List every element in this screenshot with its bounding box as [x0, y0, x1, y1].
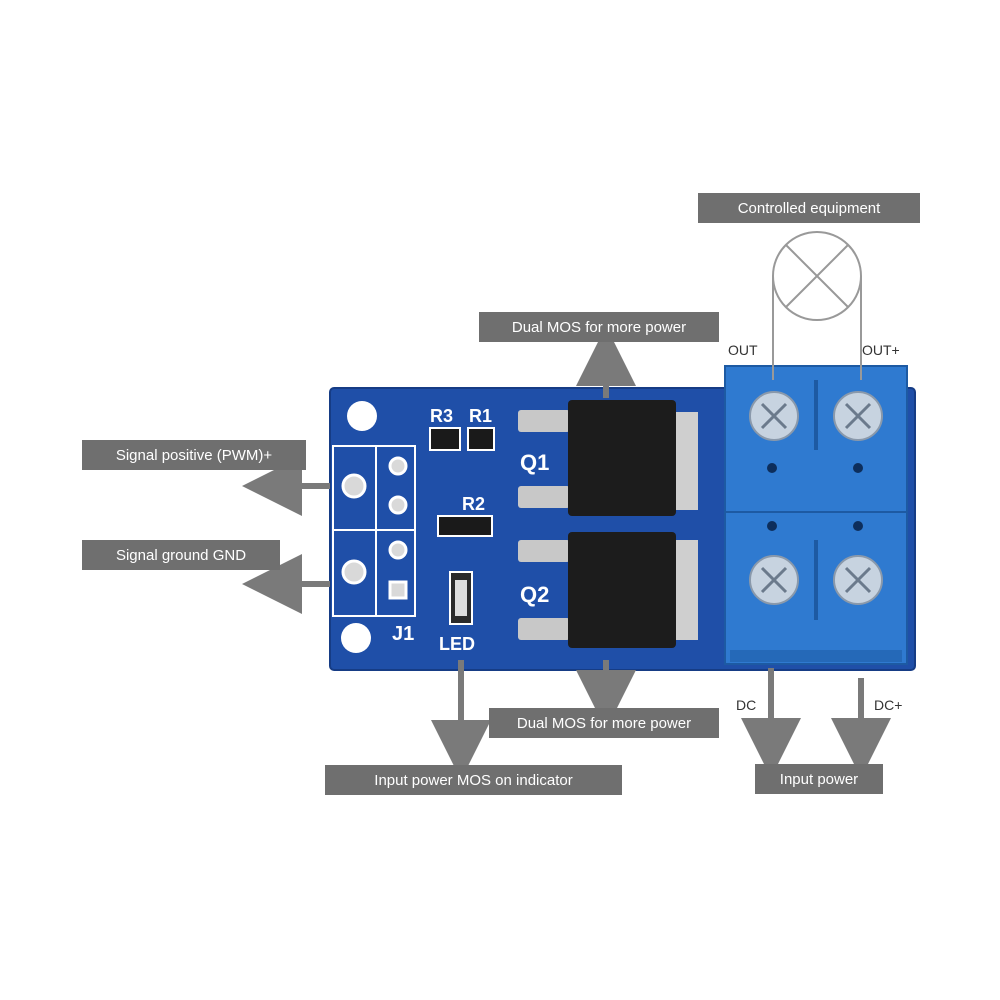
label-out-plus: OUT+: [862, 342, 900, 358]
pad-pwm: [341, 473, 367, 499]
screw-terminal-dc: [724, 511, 908, 665]
pad-3: [388, 540, 408, 560]
label-dc-plus: DC+: [874, 697, 903, 713]
callout-input-power: Input power: [755, 764, 883, 794]
callout-signal-positive: Signal positive (PWM)+: [82, 440, 306, 470]
silk-j1: J1: [392, 623, 414, 645]
screw-slots: [760, 402, 872, 594]
pad-2: [388, 495, 408, 515]
mounting-hole-top: [347, 401, 377, 431]
callout-signal-ground: Signal ground GND: [82, 540, 280, 570]
callout-controlled-equipment: Controlled equipment: [698, 193, 920, 223]
led-component: [449, 571, 473, 625]
label-out: OUT: [728, 342, 758, 358]
silk-q2: Q2: [520, 582, 549, 607]
mosfet-q2: [518, 532, 698, 648]
resistors: [429, 427, 495, 537]
silk-r1: R1: [469, 406, 492, 426]
callout-dual-mos-bottom: Dual MOS for more power: [489, 708, 719, 738]
callout-dual-mos-top: Dual MOS for more power: [479, 312, 719, 342]
silk-q1: Q1: [520, 450, 549, 475]
silk-r2: R2: [462, 494, 485, 514]
silk-led: LED: [439, 634, 475, 654]
callout-input-power-indicator: Input power MOS on indicator: [325, 765, 622, 795]
mounting-hole-bottom: [341, 623, 371, 653]
pad-gnd: [341, 559, 367, 585]
j1-header: [332, 445, 416, 617]
label-dc: DC: [736, 697, 757, 713]
mosfet-q1: [518, 400, 698, 516]
silk-r3: R3: [430, 406, 453, 426]
pad-1: [388, 456, 408, 476]
screw-terminal-out: [724, 365, 908, 517]
pad-4: [388, 580, 408, 600]
lamp-icon: [772, 231, 862, 380]
